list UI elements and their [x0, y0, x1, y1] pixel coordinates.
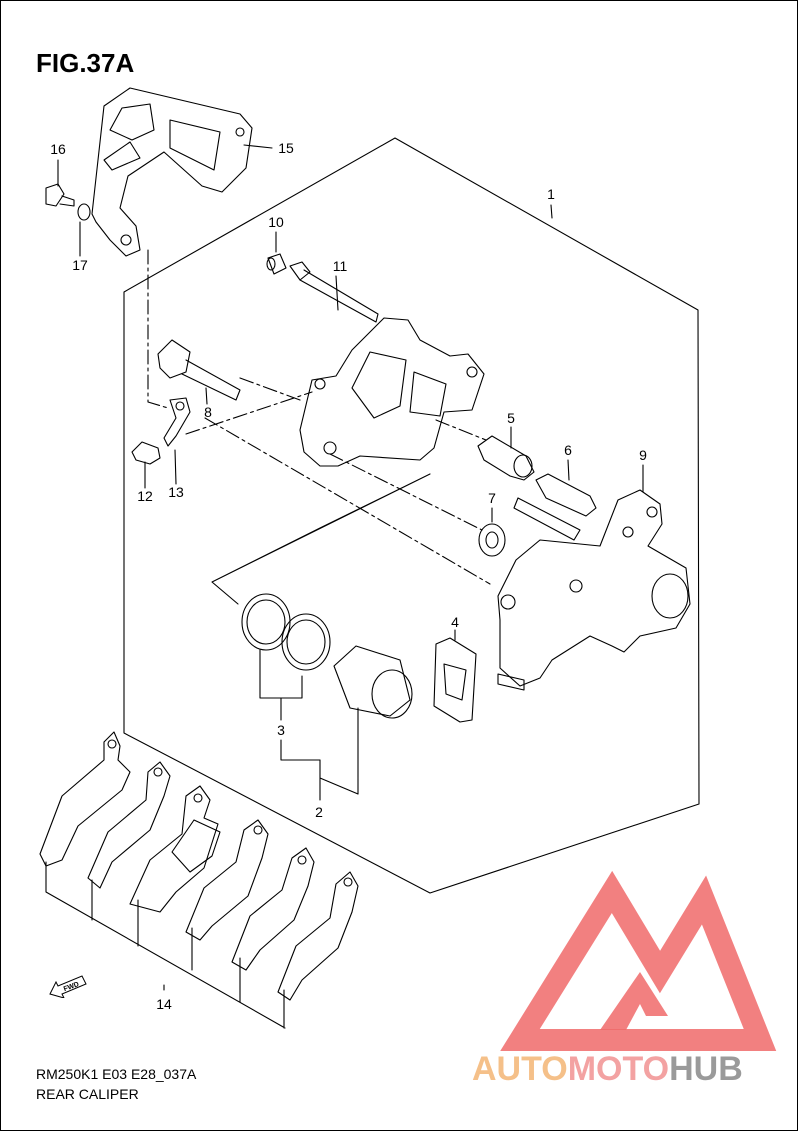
- callout-11: 11: [332, 258, 348, 274]
- callout-4: 4: [451, 614, 459, 630]
- dash-line-2: [185, 391, 313, 435]
- watermark-logo-mark: [500, 870, 777, 1051]
- callout-1: 1: [547, 186, 555, 202]
- dash-line-1: [147, 249, 169, 409]
- leader-3: [259, 649, 303, 721]
- assembly-outline: [123, 137, 700, 894]
- dash-line-7: [211, 473, 431, 605]
- pin-8: [157, 339, 241, 401]
- dash-line-5: [329, 453, 483, 531]
- callout-14: 14: [156, 996, 172, 1012]
- callout-17: 17: [72, 257, 88, 273]
- pad-cover-15: [91, 87, 253, 257]
- dash-line-3: [204, 417, 491, 585]
- pad-14b: [87, 761, 171, 889]
- figure-title: FIG.37A: [36, 48, 135, 78]
- leader-1: [550, 204, 553, 219]
- callout-15: 15: [278, 140, 294, 156]
- piston-2: [333, 645, 413, 719]
- seal-3b: [281, 613, 331, 671]
- cap-13: [163, 397, 191, 447]
- boot-7: [478, 523, 506, 557]
- pad-14e: [231, 847, 315, 971]
- pin-11: [289, 261, 379, 323]
- callout-16: 16: [50, 141, 66, 157]
- watermark-part3: HUB: [669, 1050, 743, 1088]
- bolt-16: [45, 183, 75, 207]
- callout-2: 2: [315, 804, 323, 820]
- leader-8: [205, 387, 208, 405]
- pin-6: [535, 473, 597, 517]
- pad-spring-4: [433, 637, 477, 723]
- callout-10: 10: [268, 214, 284, 230]
- leader-2: [319, 707, 359, 801]
- pad-14d: [185, 819, 269, 941]
- callout-13: 13: [168, 484, 184, 500]
- callout-5: 5: [507, 410, 515, 426]
- boot-10: [266, 253, 287, 275]
- leader-13: [174, 449, 177, 485]
- callout-6: 6: [564, 442, 572, 458]
- caliper-body: [299, 317, 485, 467]
- leader-15: [243, 144, 273, 149]
- leader-3b: [280, 739, 321, 761]
- watermark-part2: MOTO: [567, 1050, 670, 1088]
- seal-3a: [241, 593, 291, 651]
- pad-14f: [277, 871, 359, 1001]
- callout-7: 7: [488, 490, 496, 506]
- bracket-9: [497, 489, 691, 691]
- watermark-logo-inner: [600, 972, 668, 1030]
- watermark-text: AUTOMOTOHUB: [472, 1050, 743, 1089]
- callout-3: 3: [277, 722, 285, 738]
- pad-14c: [129, 785, 221, 913]
- leader-14: [45, 861, 286, 1029]
- diagram-caption: REAR CALIPER: [36, 1086, 139, 1102]
- watermark-part1: AUTO: [472, 1050, 568, 1088]
- washer-17: [77, 203, 91, 221]
- callout-12: 12: [137, 488, 153, 504]
- diagram-code: RM250K1 E03 E28_037A: [36, 1066, 197, 1082]
- pad-14a: [39, 731, 131, 867]
- leader-6: [567, 459, 570, 481]
- callout-8: 8: [204, 404, 212, 420]
- sleeve-5: [477, 435, 535, 481]
- dash-line-4: [239, 377, 301, 401]
- leader-11: [335, 275, 339, 311]
- fwd-arrow-icon: FWD: [48, 972, 88, 1003]
- dash-line-6: [435, 419, 487, 441]
- callout-9: 9: [639, 447, 647, 463]
- bleeder-12: [131, 441, 161, 465]
